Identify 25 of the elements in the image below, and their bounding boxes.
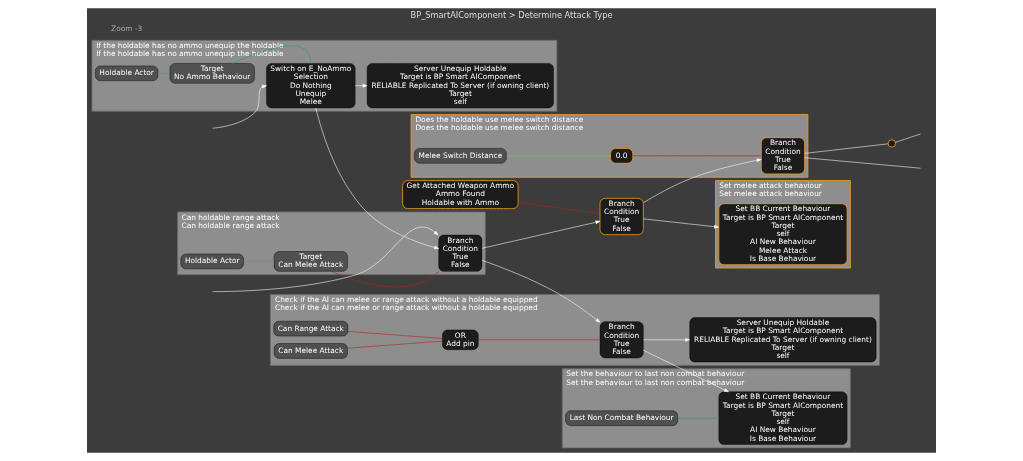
connector [804, 157, 921, 169]
arrow [212, 84, 267, 129]
arrow [315, 107, 439, 250]
arrow [643, 338, 690, 342]
connector [506, 155, 611, 157]
connector [632, 155, 762, 157]
arrow [481, 220, 601, 249]
connector [677, 417, 720, 419]
arrow [643, 158, 762, 203]
arrow [212, 226, 439, 292]
arrow [643, 218, 719, 229]
connector [347, 340, 443, 349]
connector [232, 45, 312, 64]
connector [478, 339, 601, 341]
arrow [481, 260, 601, 323]
connector [517, 202, 601, 214]
node-circle [887, 139, 896, 148]
connector [331, 271, 440, 288]
connector [347, 331, 443, 339]
connector [243, 261, 275, 262]
arrow [643, 349, 729, 393]
diagram-title: BP_SmartAIComponent > Determine Attack Type [410, 10, 613, 21]
connector [157, 73, 171, 74]
connector [804, 143, 889, 154]
arrow [354, 83, 368, 88]
